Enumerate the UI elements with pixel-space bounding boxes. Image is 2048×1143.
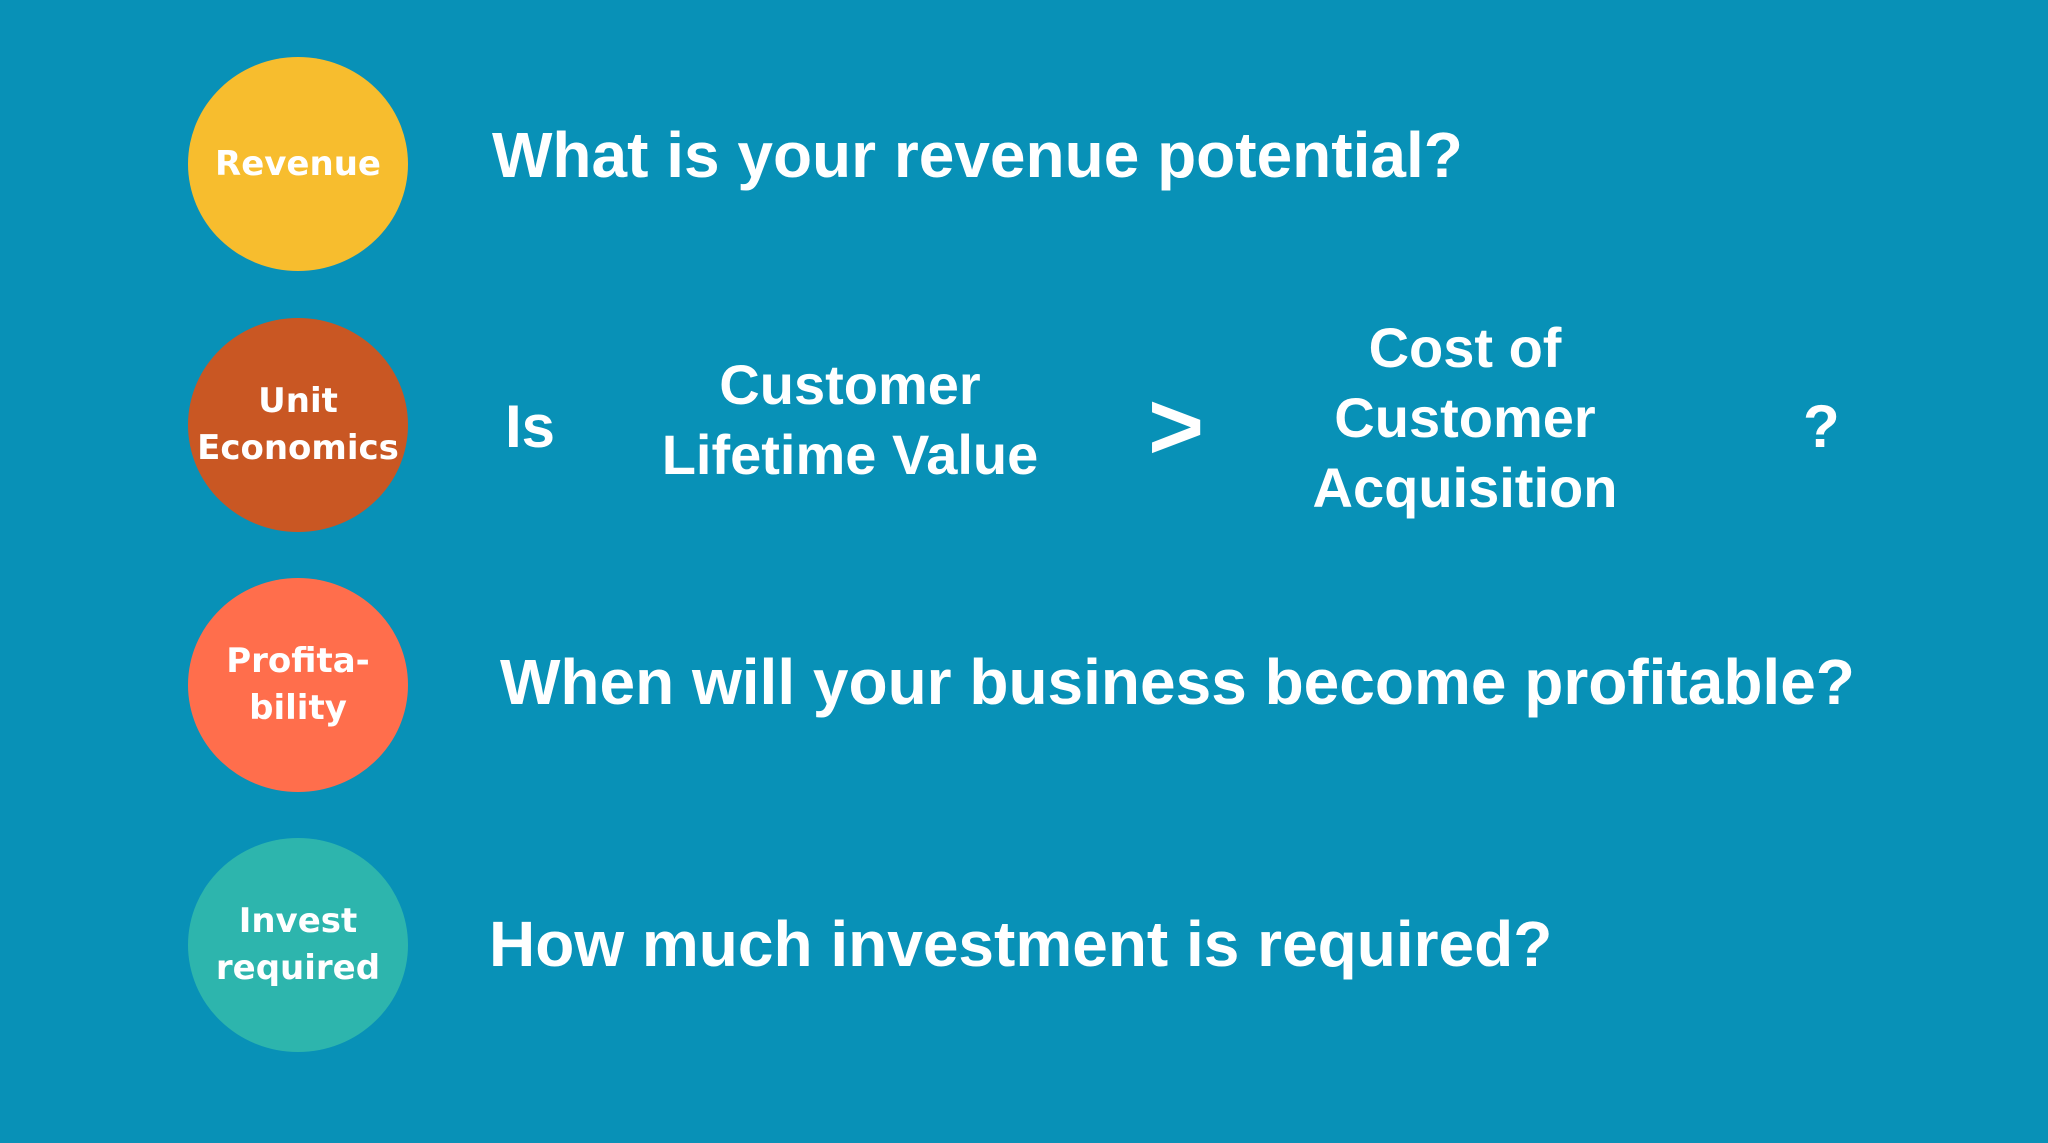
cost-of-customer-acquisition-label: Cost of Customer Acquisition	[1285, 313, 1645, 523]
profitability-badge-line-1: Profita-	[226, 641, 370, 681]
customer-lifetime-value-label: Customer Lifetime Value	[640, 350, 1060, 490]
profitability-badge: Profita- bility	[188, 578, 408, 792]
comparison-prefix: Is	[505, 393, 556, 460]
unit-economics-badge: Unit Economics	[188, 318, 408, 532]
clv-line-1: Customer	[719, 353, 981, 416]
ccac-line-1: Cost of	[1368, 316, 1562, 379]
comparison-question-mark: ?	[1803, 393, 1840, 460]
unit-economics-badge-line-1: Unit	[258, 381, 338, 421]
greater-than-operator: >	[1148, 373, 1205, 480]
invest-required-badge-line-1: Invest	[238, 901, 358, 941]
revenue-badge: Revenue	[188, 57, 408, 271]
invest-required-badge: Invest required	[188, 838, 408, 1052]
revenue-question: What is your revenue potential?	[492, 119, 1463, 191]
unit-economics-badge-line-2: Economics	[197, 428, 399, 468]
ccac-line-3: Acquisition	[1312, 456, 1618, 519]
invest-required-badge-line-2: required	[215, 948, 381, 988]
profitability-question: When will your business become profitabl…	[500, 646, 1855, 718]
revenue-badge-label: Revenue	[215, 143, 381, 184]
ccac-line-2: Customer	[1334, 386, 1596, 449]
profitability-badge-line-2: bility	[249, 688, 347, 728]
investment-question: How much investment is required?	[489, 908, 1553, 980]
clv-line-2: Lifetime Value	[661, 423, 1039, 486]
